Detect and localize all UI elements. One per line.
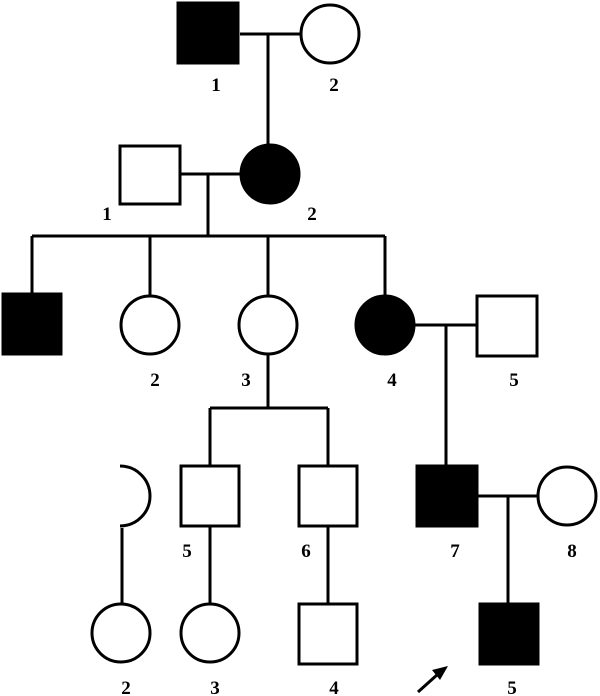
pedigree-male-affected [176,1,240,65]
label-g3-4: 4 [387,370,397,391]
pedigree-male-unaffected [297,464,359,528]
label-g5-5: 5 [507,678,517,696]
label-g4-8: 8 [567,541,577,562]
label-g5-2: 2 [121,678,131,696]
label-g3-3: 3 [241,370,251,391]
label-g4-6: 6 [301,541,311,562]
pedigree-female-unaffected [299,3,361,65]
pedigree-partial-symbol [119,464,152,528]
label-g3-5: 5 [509,370,519,391]
pedigree-male-affected [415,464,479,528]
pedigree-female-unaffected [90,602,152,664]
pedigree-male-unaffected [118,144,182,206]
label-g5-4: 4 [329,678,339,696]
label-g3-2: 2 [150,370,160,391]
connection-lines [30,32,538,606]
pedigree-female-unaffected [179,602,241,664]
label-g4-5: 5 [182,541,192,562]
pedigree-female-unaffected [119,294,181,356]
pedigree-female-affected [354,294,416,356]
pedigree-female-unaffected [536,465,598,527]
label-g4-7: 7 [450,541,460,562]
pedigree-female-affected [239,143,301,205]
label-g2-1: 1 [102,204,112,225]
pedigree-male-unaffected [297,602,359,666]
label-g5-3: 3 [210,678,220,696]
pedigree-male-unaffected [179,464,241,528]
pedigree-male-affected [1,292,63,356]
label-g1-2: 2 [329,75,339,96]
label-g2-2: 2 [307,204,317,225]
arrow-icon [416,666,448,694]
pedigree-male-affected [478,602,540,666]
pedigree-female-unaffected [237,294,299,356]
label-g1-1: 1 [211,75,221,96]
pedigree-male-unaffected [475,294,539,358]
